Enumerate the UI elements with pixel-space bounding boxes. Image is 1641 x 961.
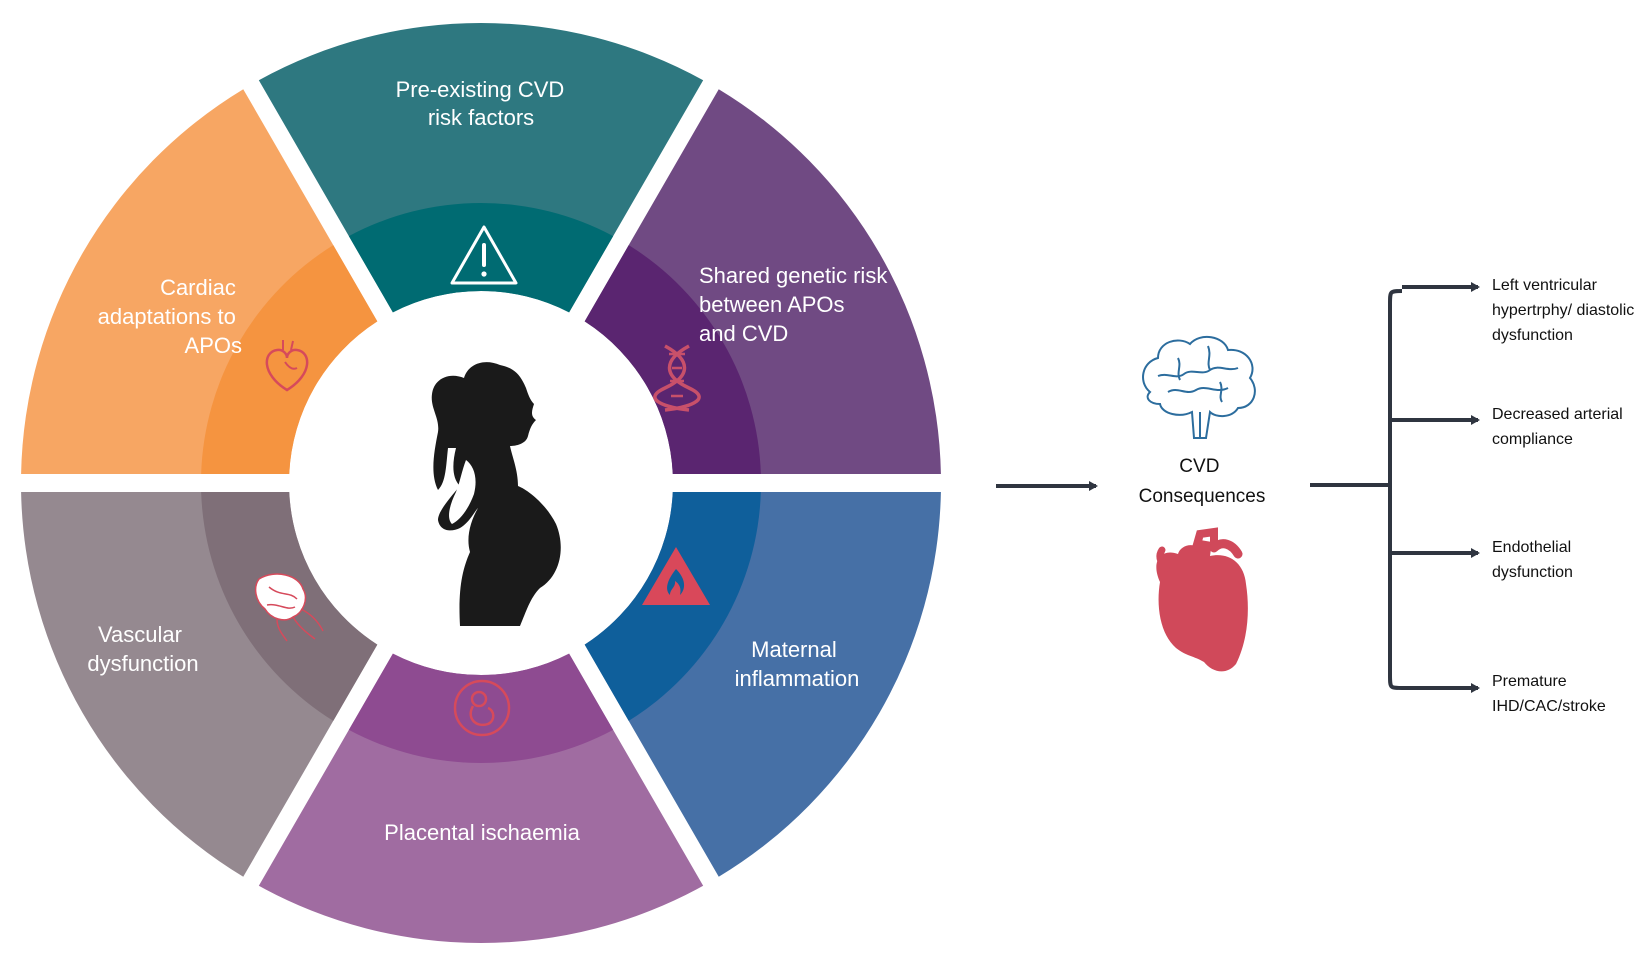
label-line: dysfunction [87, 651, 198, 676]
label-line: dysfunction [1492, 327, 1573, 344]
outcome-label: Endothelial dysfunction [1492, 539, 1576, 581]
ring [21, 23, 941, 943]
label-line: Shared genetic risk [699, 263, 888, 288]
label-line: APOs [185, 333, 242, 358]
label-line: CVD [1179, 456, 1219, 477]
inner-band-inflammation [584, 491, 761, 721]
fetus-icon [453, 679, 511, 737]
label-line: and CVD [699, 321, 788, 346]
label-line: Left ventricular [1492, 277, 1598, 294]
label-line: Cardiac [160, 275, 236, 300]
cvd-consequences-label: CVD Consequences [1139, 456, 1266, 507]
label-line: IHD/CAC/stroke [1492, 698, 1606, 715]
label-line: dysfunction [1492, 564, 1573, 581]
label-line: Decreased arterial [1492, 406, 1623, 423]
label-line: Pre-existing CVD [396, 77, 565, 102]
label-line: Endothelial [1492, 539, 1571, 556]
outcome-label: Left ventricular hypertrphy/ diastolic d… [1492, 277, 1639, 344]
label-line: Maternal [751, 637, 837, 662]
label-line: Consequences [1139, 486, 1266, 507]
branch-spine [1388, 289, 1403, 690]
label-line: hypertrphy/ diastolic [1492, 302, 1634, 319]
label-line: Placental ischaemia [384, 820, 580, 845]
label-line: compliance [1492, 431, 1573, 448]
segment-label-vascular: Vascular dysfunction [87, 622, 198, 676]
segment-label-preexisting: Pre-existing CVD risk factors [396, 77, 571, 130]
segment-label-inflammation: Maternal inflammation [735, 637, 860, 691]
segment-label-placental: Placental ischaemia [384, 820, 580, 845]
heart-outline-icon [265, 340, 309, 392]
outcome-branches [1310, 282, 1480, 693]
pregnant-woman-icon [431, 362, 561, 626]
dna-helix-icon [653, 344, 701, 412]
warning-triangle-icon [450, 225, 518, 285]
flame-triangle-icon [642, 547, 710, 605]
label-line: between APOs [699, 292, 845, 317]
segment-label-cardiac: Cardiac adaptations to APOs [98, 275, 242, 358]
brain-icon [1142, 335, 1256, 439]
blood-vessel-icon [254, 573, 324, 642]
label-line: Premature [1492, 673, 1567, 690]
outcome-label: Premature IHD/CAC/stroke [1492, 673, 1606, 715]
outcome-label: Decreased arterial compliance [1492, 406, 1627, 448]
inner-band-preexisting [348, 202, 614, 313]
label-line: risk factors [428, 105, 534, 130]
inner-band-cardiac [201, 245, 378, 475]
label-line: adaptations to [98, 304, 236, 329]
heart-icon [1156, 527, 1248, 672]
inner-band-placental [348, 653, 614, 764]
label-line: inflammation [735, 666, 860, 691]
segment-label-genetic: Shared genetic risk between APOs and CVD [699, 263, 893, 346]
label-line: Vascular [98, 622, 182, 647]
